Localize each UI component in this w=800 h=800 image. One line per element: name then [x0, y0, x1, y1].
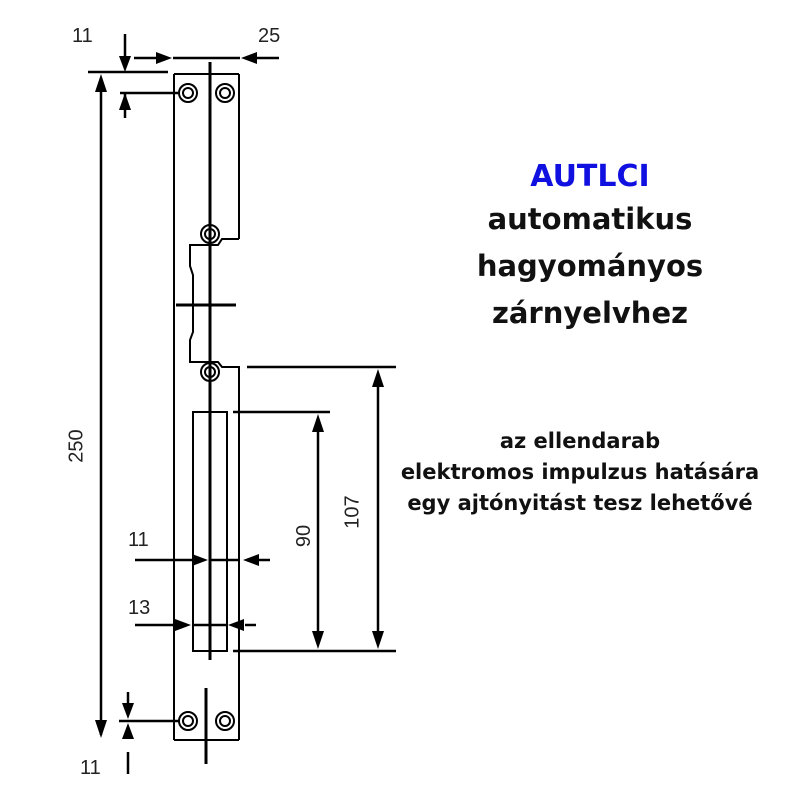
description-line-3: egy ajtónyitást tesz lehetővé	[407, 491, 753, 515]
description-line-1: az ellendarab	[499, 429, 661, 453]
dim-total-height-label: 250	[65, 429, 88, 463]
slot-outline	[192, 411, 228, 652]
dimension-lines	[88, 34, 396, 774]
plate-outline	[173, 73, 240, 741]
dimension-arrows	[95, 52, 384, 739]
dim-slot-length-label: 90	[293, 524, 316, 548]
product-code: AUTLCI	[530, 159, 650, 194]
dim-top-offset-label: 11	[72, 25, 93, 47]
dim-bottom-offset-label: 11	[80, 757, 101, 779]
dim-opening-length-label: 107	[341, 495, 364, 529]
dim-top-width-label: 25	[258, 25, 281, 47]
description-line-2: elektromos impulzus hatására	[400, 460, 760, 484]
product-title-block: AUTLCI automatikus hagyományos zárnyelvh…	[440, 158, 740, 337]
title-line-3: zárnyelvhez	[491, 296, 688, 330]
title-line-1: automatikus	[487, 202, 693, 236]
dim-slot-width-inner-label: 11	[128, 529, 149, 551]
dim-slot-width-outer-label: 13	[128, 597, 151, 619]
title-line-2: hagyományos	[476, 249, 704, 283]
screw-holes	[178, 83, 235, 731]
description-block: az ellendarab elektromos impulzus hatásá…	[370, 426, 790, 519]
